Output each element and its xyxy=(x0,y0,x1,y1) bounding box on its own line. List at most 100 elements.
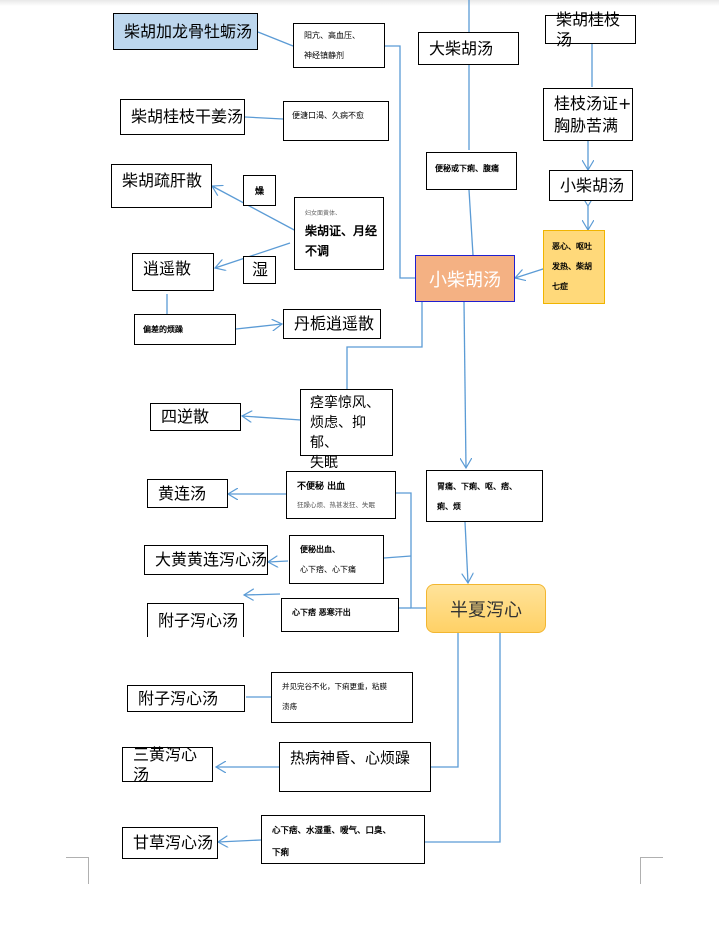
note-da-chaihu[interactable]: 便秘或下痢、腹痛 xyxy=(426,152,517,190)
page-top-shadow xyxy=(0,0,719,6)
node-label: 柴胡桂枝干姜汤 xyxy=(131,107,244,126)
node-xiaoyao[interactable]: 逍遥散 xyxy=(132,253,214,291)
node-label: 大柴胡汤 xyxy=(429,38,494,58)
node-label: 柴胡桂枝汤 xyxy=(556,9,621,49)
note-small-line: 妇女面黄体、 xyxy=(305,210,342,217)
node-label: 三黄泻心汤 xyxy=(133,744,198,784)
wire-bracket-to-dahuang-note xyxy=(383,555,412,559)
note-line: 七症 xyxy=(552,282,568,291)
node-fuzi-upper[interactable]: 附子泻心汤 xyxy=(147,603,244,637)
note-line: 心下痞、水湿重、嗳气、口臭、 xyxy=(272,826,392,836)
node-banxia-xiexin[interactable]: 半夏泻心 xyxy=(426,584,546,633)
wire-banxia-bracket xyxy=(396,492,427,609)
node-label: 桂枝汤证+ xyxy=(554,94,632,113)
wire-dachaihu-note-to-center xyxy=(468,189,474,256)
note-line: 心下痞、心下痛 xyxy=(300,565,356,574)
wire-seven-to-center xyxy=(515,269,543,278)
wire-banxia-to-gancao-note xyxy=(425,633,501,843)
note-line: 烦虑、抑郁、 xyxy=(310,415,366,451)
node-chaihu-guizhi[interactable]: 柴胡桂枝汤 xyxy=(545,10,636,49)
node-label: 柴胡疏肝散 xyxy=(122,171,203,190)
page-crop-mark-left xyxy=(66,857,89,884)
node-fuzi-lower[interactable]: 附子泻心汤 xyxy=(127,685,245,712)
note-line: 胃痛、下痢、呕、痞、 xyxy=(437,482,517,491)
node-label: 小柴胡汤 xyxy=(560,175,625,195)
note-ganjiang[interactable]: 便溏口渴、久病不愈 xyxy=(283,101,389,141)
node-guizhi-symptoms[interactable]: 桂枝汤证+ 胸胁苦满 xyxy=(543,88,633,141)
node-chaihu-guizhi-ganjiang[interactable]: 柴胡桂枝干姜汤 xyxy=(120,99,245,135)
node-chaihu-longgu-muli[interactable]: 柴胡加龙骨牡蛎汤 xyxy=(113,13,258,50)
node-da-chaihu[interactable]: 大柴胡汤 xyxy=(418,32,519,65)
note-line: 并见完谷不化，下痢更重，粘膜 xyxy=(282,682,387,691)
node-label: 湿 xyxy=(252,260,269,279)
note-line: 下痢 xyxy=(272,848,290,858)
node-label: 附子泻心汤 xyxy=(158,610,239,630)
wire-center-to-banxia-sym xyxy=(464,301,466,468)
note-longgu[interactable]: 阳亢、高血压、 神经镇静剂 xyxy=(293,23,385,68)
note-line: 痉挛惊风、 xyxy=(310,395,380,411)
note-line: 失眠 xyxy=(310,455,338,471)
note-sanhuang[interactable]: 热病神昏、心烦躁 xyxy=(279,742,431,792)
note-line: 不调 xyxy=(305,244,330,258)
node-label: 附子泻心汤 xyxy=(138,688,219,708)
node-xiao-chaihu-center[interactable]: 小柴胡汤 xyxy=(415,255,515,302)
node-label: 柴胡加龙骨牡蛎汤 xyxy=(124,21,253,41)
wire-center-to-sini-note xyxy=(346,302,423,389)
note-line: 热病神昏、心烦躁 xyxy=(290,749,411,767)
node-danzhi-xiaoyao[interactable]: 丹栀逍遥散 xyxy=(283,309,381,339)
wire-women-to-xiaoyao xyxy=(215,242,291,268)
note-line: 神经镇静剂 xyxy=(304,51,344,60)
node-chaihu-shugan[interactable]: 柴胡疏肝散 xyxy=(111,164,212,208)
wire-women-to-shugan xyxy=(212,186,299,233)
node-label: 燥 xyxy=(254,187,264,197)
note-gancao[interactable]: 心下痞、水湿重、嗳气、口臭、 下痢 xyxy=(261,815,425,864)
node-label: 半夏泻心 xyxy=(450,599,522,621)
wire-ganjiang-to-note xyxy=(244,116,284,120)
wire-dahuang-note-to-dahuang xyxy=(268,561,289,562)
node-label: 小柴胡汤 xyxy=(429,269,501,291)
page-crop-mark-right xyxy=(640,857,663,884)
node-huanglian[interactable]: 黄连汤 xyxy=(147,479,228,508)
node-label: 大黄黄连泻心汤 xyxy=(155,550,268,569)
node-label: 胸胁苦满 xyxy=(554,116,619,135)
note-line: 柴胡证、月经 xyxy=(305,224,378,238)
note-line: 便秘或下痢、腹痛 xyxy=(435,164,499,173)
node-label: 黄连汤 xyxy=(158,483,207,503)
note-line: 恶心、呕吐 xyxy=(552,242,592,251)
node-sini[interactable]: 四逆散 xyxy=(150,403,241,431)
wire-banxia-to-sanhuang-note xyxy=(431,633,459,768)
wire-longgu-note-to-center xyxy=(385,45,416,279)
wire-xiaoyao-note-to-danzhi xyxy=(235,324,282,329)
note-line: 不便秘 出血 xyxy=(297,482,346,492)
note-fuzi-lower[interactable]: 并见完谷不化，下痢更重，粘膜 溃疡 xyxy=(271,672,413,723)
wire-gancao-note-to-gancao xyxy=(218,840,262,842)
node-shi[interactable]: 湿 xyxy=(243,256,276,284)
node-label: 甘草泻心汤 xyxy=(133,833,214,852)
note-line: 痢、烦 xyxy=(437,502,461,511)
node-xiao-chaihu-upper[interactable]: 小柴胡汤 xyxy=(549,170,633,201)
node-gancao[interactable]: 甘草泻心汤 xyxy=(122,827,218,859)
note-banxia-symptoms[interactable]: 胃痛、下痢、呕、痞、 痢、烦 xyxy=(426,470,543,522)
wire-sini-note-to-sini xyxy=(242,416,302,420)
note-line: 心下痞 恶寒汗出 xyxy=(292,608,351,617)
note-line: 狂躁心烦、热甚发狂、失眠 xyxy=(297,501,375,509)
note-huanglian[interactable]: 不便秘 出血 狂躁心烦、热甚发狂、失眠 xyxy=(286,471,396,519)
note-women[interactable]: 妇女面黄体、 柴胡证、月经 不调 xyxy=(294,197,384,270)
node-label: 逍遥散 xyxy=(143,259,192,278)
note-dahuang[interactable]: 便秘出血、 心下痞、心下痛 xyxy=(289,535,384,584)
note-line: 便秘出血、 xyxy=(300,545,340,554)
node-label: 丹栀逍遥散 xyxy=(294,314,375,333)
note-fuzi-upper[interactable]: 心下痞 恶寒汗出 xyxy=(281,598,399,632)
wire-banxia-sym-to-banxia xyxy=(465,521,468,583)
note-line: 偏差的烦躁 xyxy=(143,325,183,334)
node-sanhuang[interactable]: 三黄泻心汤 xyxy=(122,744,213,784)
wire-longgu-to-note xyxy=(257,31,294,47)
node-zao[interactable]: 燥 xyxy=(243,175,276,206)
note-line: 溃疡 xyxy=(282,702,297,711)
note-seven-symptoms[interactable]: 恶心、呕吐 发热、柴胡 七症 xyxy=(543,230,605,304)
note-sini[interactable]: 痉挛惊风、 烦虑、抑郁、 失眠 xyxy=(300,389,393,471)
note-xiaoyao[interactable]: 偏差的烦躁 xyxy=(134,314,236,345)
wire-fuzi-upper-arrow xyxy=(244,594,281,595)
node-dahuang-huanglian[interactable]: 大黄黄连泻心汤 xyxy=(144,545,268,575)
